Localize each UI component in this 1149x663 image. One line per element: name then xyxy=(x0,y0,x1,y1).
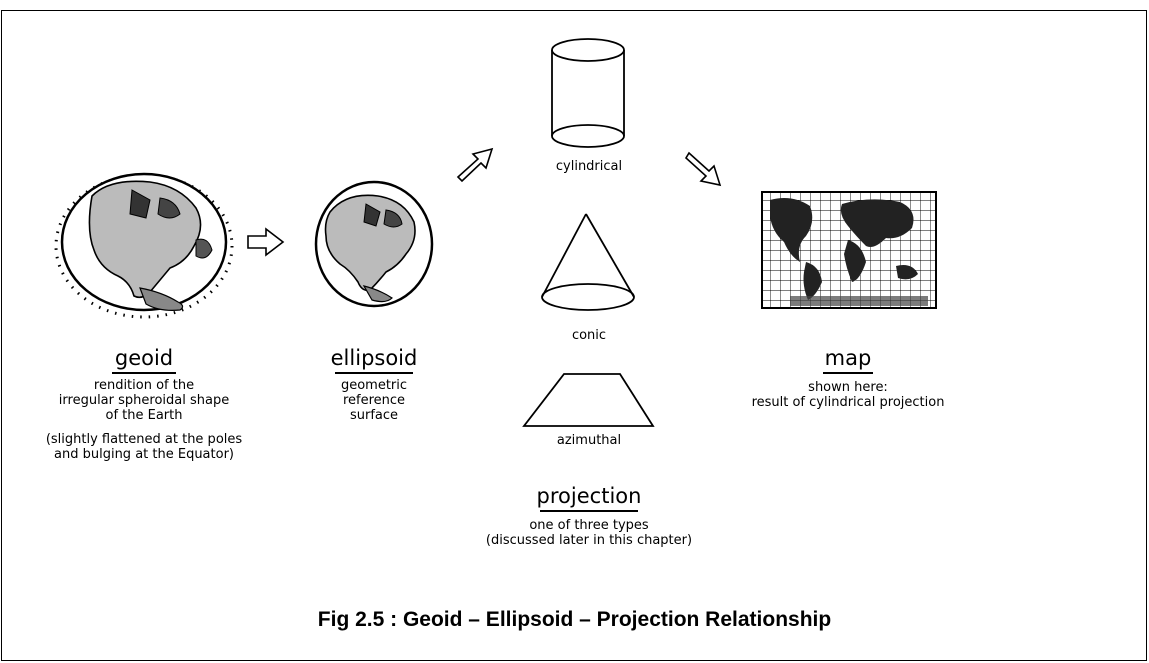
figure-caption: Fig 2.5 : Geoid – Ellipsoid – Projection… xyxy=(317,608,832,631)
map-title: map xyxy=(824,346,872,370)
map-underline xyxy=(823,372,873,374)
geoid-description: rendition of the irregular spheroidal sh… xyxy=(58,378,230,423)
azimuthal-label: azimuthal xyxy=(556,433,622,448)
ellipsoid-title: ellipsoid xyxy=(330,346,418,370)
projection-underline xyxy=(540,510,638,512)
geoid-title: geoid xyxy=(114,346,174,370)
cylindrical-label: cylindrical xyxy=(555,159,623,174)
map-description: shown here: result of cylindrical projec… xyxy=(751,380,945,410)
geoid-note: (slightly flattened at the poles and bul… xyxy=(45,432,243,462)
projection-title: projection xyxy=(536,484,642,508)
ellipsoid-underline xyxy=(335,372,413,374)
projection-description: one of three types (discussed later in t… xyxy=(485,518,693,548)
ellipsoid-description: geometric reference surface xyxy=(340,378,408,423)
figure-frame xyxy=(1,10,1147,661)
geoid-underline xyxy=(112,372,176,374)
conic-label: conic xyxy=(571,328,607,343)
